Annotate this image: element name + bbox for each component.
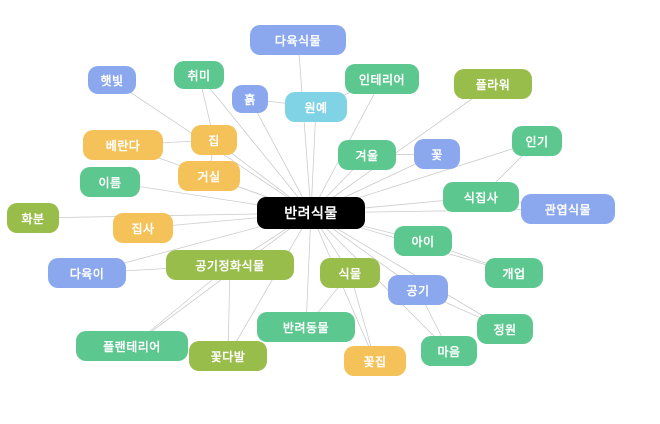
edge-line [310,212,506,330]
keyword-node[interactable]: 다육식물 [250,25,346,55]
keyword-node[interactable]: 취미 [174,61,224,89]
edge-line [310,212,450,352]
keyword-node[interactable]: 거실 [178,161,240,191]
edge-line [227,264,231,357]
keyword-node[interactable]: 집 [191,125,237,155]
edge-line [198,74,312,214]
keyword-node[interactable]: 공기 [388,275,448,305]
keyword-node[interactable]: 공기정화식물 [166,250,294,280]
keyword-node[interactable]: 꽃집 [344,346,406,376]
keyword-node[interactable]: 다육이 [48,258,126,288]
keyword-node[interactable]: 이름 [80,167,140,197]
keyword-node[interactable]: 인기 [512,126,562,156]
edge-line [305,212,312,328]
keyword-node[interactable]: 인테리어 [345,64,419,94]
keyword-node[interactable]: 플랜테리어 [76,331,188,361]
keyword-node[interactable]: 원예 [285,92,347,122]
keyword-node[interactable]: 베란다 [83,130,163,160]
edge-line [297,39,312,214]
edge-line [249,98,312,214]
keyword-node[interactable]: 개업 [485,258,543,288]
edge-line [227,212,312,357]
keyword-node[interactable]: 집사 [113,213,173,243]
keyword-node[interactable]: 꽃다발 [189,341,267,371]
keyword-node[interactable]: 정원 [477,314,533,344]
keyword-node[interactable]: 식물 [320,258,380,288]
keyword-node[interactable]: 화분 [7,203,59,233]
keyword-node[interactable]: 꽃 [414,139,460,169]
keyword-node[interactable]: 관엽식물 [521,194,615,224]
keyword-node[interactable]: 겨울 [338,140,396,170]
keyword-node[interactable]: 플라워 [454,69,532,99]
keyword-node[interactable]: 햇빛 [88,66,136,94]
keyword-node[interactable]: 아이 [394,226,452,256]
center-node[interactable]: 반려식물 [257,197,365,229]
keyword-node[interactable]: 흙 [232,85,268,113]
edge-line [310,83,494,214]
keyword-node[interactable]: 식집사 [443,182,519,212]
edge-line [310,106,317,214]
keyword-node[interactable]: 마음 [421,336,477,366]
keyword-node[interactable]: 반려동물 [257,312,355,342]
